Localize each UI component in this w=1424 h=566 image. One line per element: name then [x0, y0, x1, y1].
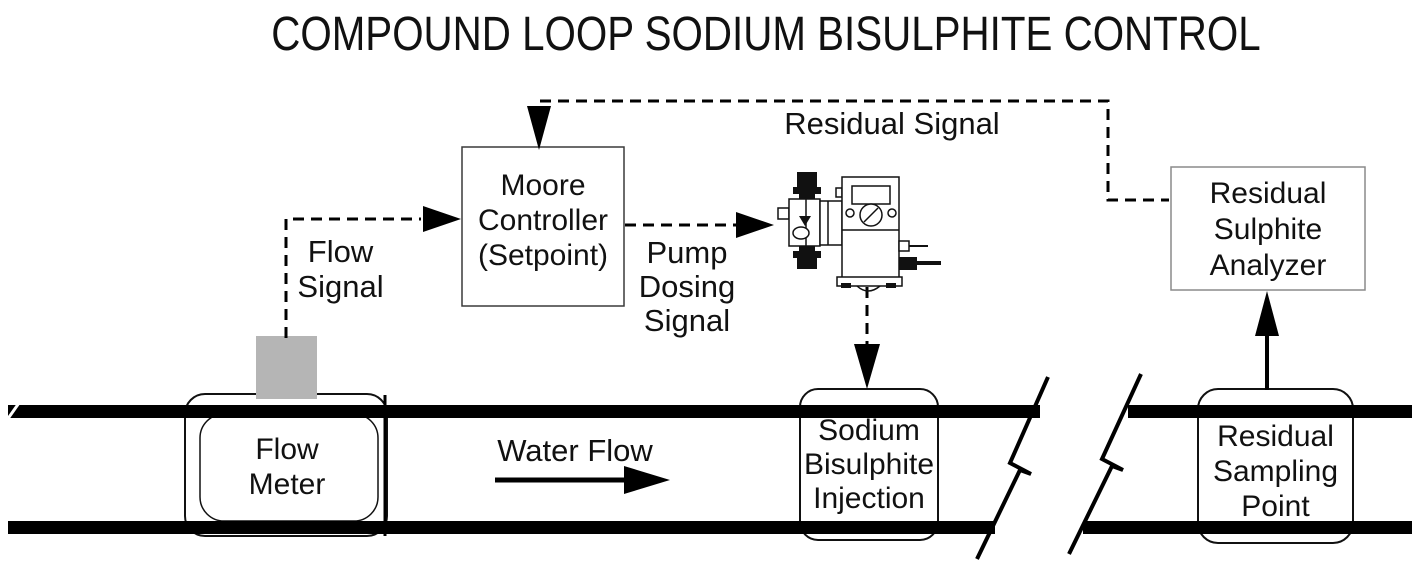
dosing-pump-graphic: [777, 172, 941, 292]
flow-signal-line: [284, 217, 421, 338]
pipe-bottom-bar-left: [8, 521, 995, 534]
sample-to-analyzer-arrow: [1255, 291, 1279, 390]
arrow-into-controller-top: [527, 106, 551, 150]
pipe-break-marks: [975, 373, 1143, 560]
residual-signal-label: Residual Signal: [784, 106, 1000, 141]
diagram-title: COMPOUND LOOP SODIUM BISULPHITE CONTROL: [271, 8, 1261, 61]
arrow-into-pump: [736, 212, 774, 238]
sampling-label: Residual Sampling Point: [1212, 420, 1339, 523]
arrow-into-injection: [854, 344, 880, 389]
controller-box: [461, 146, 625, 307]
pipe-bottom-bar-right: [1083, 521, 1412, 534]
pipe-top-bar-right: [1128, 405, 1412, 418]
residual-signal-line: [540, 99, 1169, 202]
injection-point-symbol: [799, 388, 939, 541]
flow-meter-label: Flow Meter: [248, 433, 326, 501]
pipe-top-bar-left: [8, 405, 1040, 418]
controller-label: Moore Controller (Setpoint): [477, 169, 609, 272]
flow-signal-label: Flow Signal: [297, 234, 384, 304]
signal-lines: [284, 99, 1169, 346]
sampling-point-symbol: [1197, 388, 1354, 544]
flow-sensor-block: [256, 336, 317, 399]
arrow-into-controller-left: [423, 206, 461, 232]
flow-meter-symbol: [184, 393, 388, 537]
water-flow-label: Water Flow: [497, 433, 653, 468]
water-flow-arrow: [495, 466, 670, 494]
injection-label: Sodium Bisulphite Injection: [803, 414, 935, 515]
analyzer-label: Residual Sulphite Analyzer: [1209, 177, 1327, 282]
analyzer-box: [1170, 166, 1366, 291]
pump-dosing-signal-label: Pump Dosing Signal: [638, 235, 736, 338]
pipe: [5, 402, 1412, 534]
arrowheads: [423, 106, 880, 389]
